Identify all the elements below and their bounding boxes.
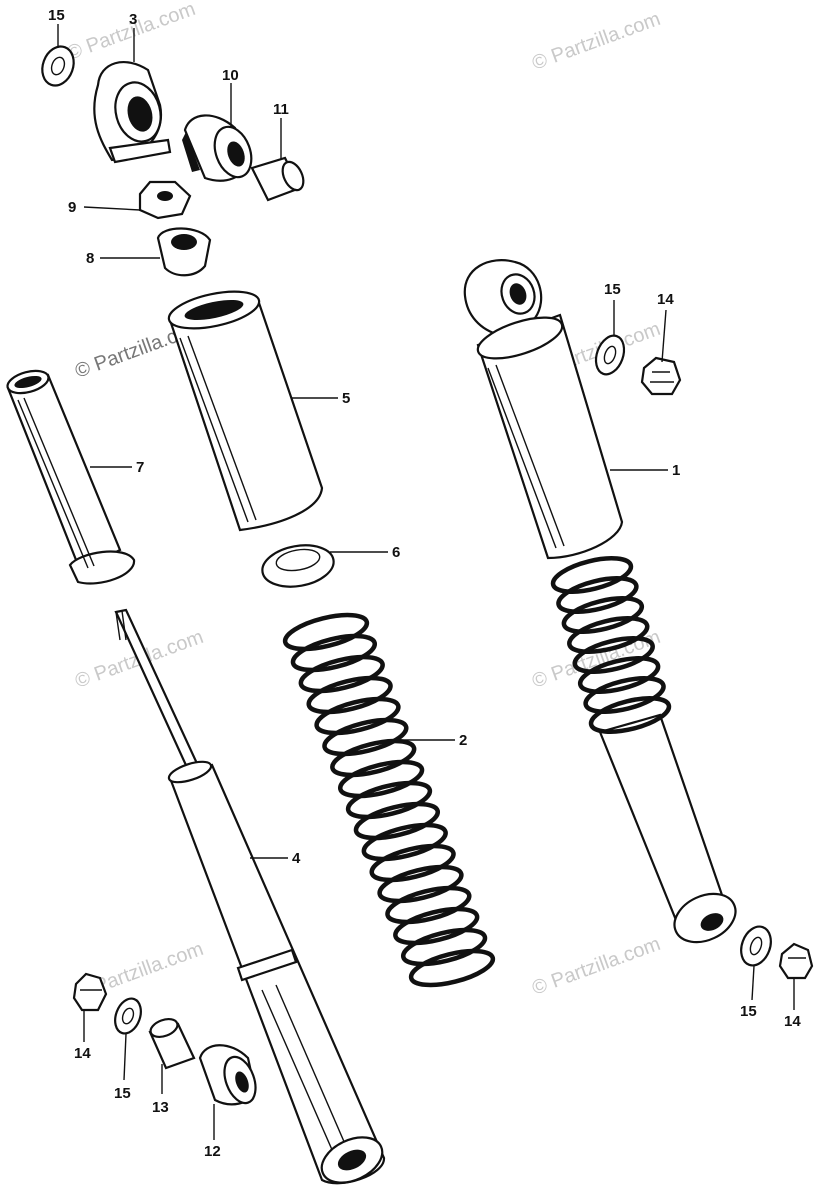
callout-14: 14 [657, 291, 674, 308]
callout-2: 2 [459, 732, 467, 749]
spring-coil [314, 696, 401, 736]
part-1-shock-assembly [463, 259, 737, 944]
spring-coil [377, 864, 464, 904]
part-3-upper-cap [93, 61, 172, 164]
part-14-nut-bottom-left [72, 972, 108, 1012]
spring-coil [290, 633, 378, 673]
spring-coil [385, 885, 472, 925]
callout-15: 15 [604, 281, 621, 298]
part-15-washer-top-right [594, 334, 626, 376]
part-15-washer-top-left [41, 45, 75, 87]
callout-9: 9 [68, 199, 76, 216]
part-6-spring-seat [261, 544, 335, 588]
spring-coil [322, 717, 409, 757]
spring-coil [561, 596, 645, 634]
callout-5: 5 [342, 390, 350, 407]
spring-coil [353, 801, 441, 841]
watermark: © Partzilla.com [64, 0, 198, 65]
spring-coil [408, 948, 496, 988]
spring-coil [588, 696, 672, 734]
callout-15: 15 [114, 1085, 131, 1102]
spring-coil [400, 927, 488, 967]
spring-coil [337, 759, 425, 799]
callout-15: 15 [740, 1003, 757, 1020]
callout-14: 14 [784, 1013, 801, 1030]
watermark: © Partzilla.com [529, 8, 663, 75]
part-9-nut [138, 180, 192, 220]
callout-11: 11 [273, 101, 289, 118]
spring-coil [572, 636, 655, 674]
callout-7: 7 [136, 459, 144, 476]
part-13-sleeve [148, 1017, 196, 1070]
callout-12: 12 [204, 1143, 221, 1160]
spring-coil [306, 675, 393, 715]
spring-coil [298, 654, 385, 694]
spring-coil [556, 576, 639, 614]
part-4-damper [114, 608, 386, 1185]
part-7-inner-tube [6, 369, 136, 585]
part-15-washer-bottom-right [740, 925, 772, 967]
part-11-sleeve [250, 156, 305, 202]
callout-10: 10 [222, 67, 239, 84]
callouts: 15 3 10 11 9 8 5 7 6 2 4 1 15 14 15 14 1… [48, 7, 801, 1160]
part-14-nut-bottom-right [778, 942, 814, 980]
callout-1: 1 [672, 462, 680, 479]
callout-4: 4 [292, 850, 301, 867]
spring-coil [345, 780, 433, 820]
part-8-rubber-bushing [156, 227, 212, 277]
callout-13: 13 [152, 1099, 169, 1116]
callout-3: 3 [129, 11, 137, 28]
callout-15: 15 [48, 7, 65, 24]
spring-coil [282, 612, 370, 652]
spring-coil [393, 906, 480, 946]
part-14-nut-top-right [640, 356, 682, 396]
spring-coil [583, 676, 666, 714]
leader-lines [57, 24, 795, 1140]
spring-coil [550, 556, 634, 594]
callout-8: 8 [86, 250, 94, 267]
spring-coil [577, 656, 661, 694]
part-5-upper-cover [167, 290, 324, 532]
part-15-washer-bottom-left [114, 997, 142, 1035]
callout-14: 14 [74, 1045, 91, 1062]
spring-coil [361, 822, 448, 862]
part-10-bushing [182, 114, 253, 182]
spring-coil [330, 738, 417, 778]
watermark: © Partzilla.com [529, 933, 663, 1000]
part-12-bushing [198, 1044, 257, 1106]
callout-6: 6 [392, 544, 400, 561]
spring-coil [369, 843, 456, 883]
spring-coil [567, 616, 650, 654]
part-2-spring [282, 612, 496, 988]
